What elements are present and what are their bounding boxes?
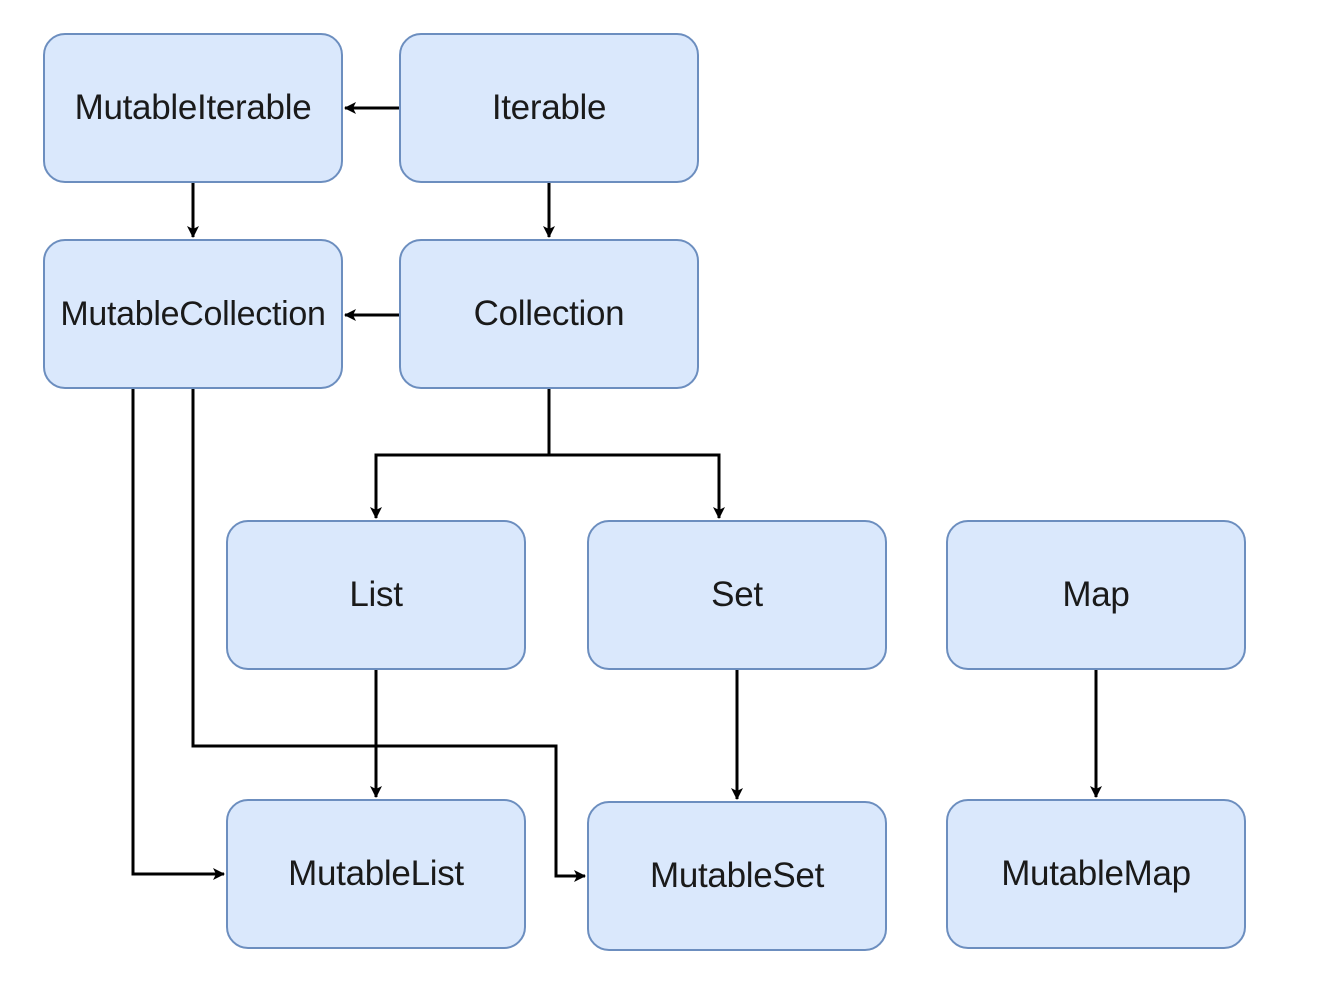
edge-mutable-collection-to-mutable-set (191, 389, 586, 882)
node-label: MutableList (288, 854, 464, 893)
node-collection: Collection (399, 239, 699, 389)
node-mutable-collection: MutableCollection (43, 239, 343, 389)
node-label: Collection (473, 294, 625, 333)
node-mutable-iterable: MutableIterable (43, 33, 343, 183)
node-label: MutableSet (649, 856, 825, 895)
node-map: Map (946, 520, 1246, 670)
node-mutable-map: MutableMap (946, 799, 1246, 949)
node-list: List (226, 520, 526, 670)
edge-collection-to-list (370, 389, 551, 519)
node-label: MutableCollection (60, 294, 326, 333)
edge-mutable-collection-to-mutable-list (131, 389, 225, 880)
node-label: Set (711, 575, 763, 614)
node-set: Set (587, 520, 887, 670)
node-label: List (349, 575, 403, 614)
node-mutable-list: MutableList (226, 799, 526, 949)
node-label: MutableMap (1001, 854, 1191, 893)
edge-collection-to-set (549, 453, 725, 519)
node-label: Map (1062, 575, 1130, 614)
node-label: Iterable (491, 88, 607, 127)
node-mutable-set: MutableSet (587, 801, 887, 951)
node-iterable: Iterable (399, 33, 699, 183)
node-label: MutableIterable (74, 88, 312, 127)
